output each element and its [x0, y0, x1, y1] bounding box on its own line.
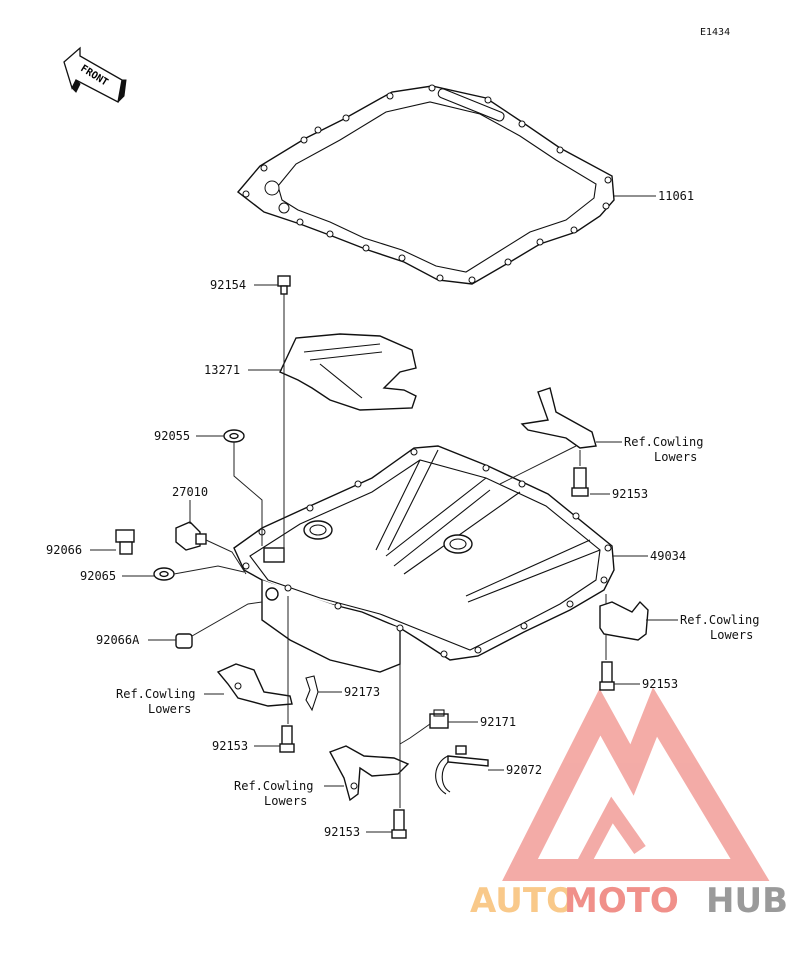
- ref-cowling-upper-right-line1: Ref.Cowling: [624, 435, 703, 449]
- watermark-logo: [502, 687, 770, 881]
- ref-cowling-upper-right-line2: Lowers: [654, 450, 697, 464]
- ref-cowling-left-line1: Ref.Cowling: [116, 687, 195, 701]
- label-92153-b: 92153: [642, 677, 678, 691]
- bolt-92153-d: [391, 809, 407, 839]
- label-49034: 49034: [650, 549, 686, 563]
- ref-cowling-left-line2: Lowers: [148, 702, 191, 716]
- ref-cowling-bottom-line1: Ref.Cowling: [234, 779, 313, 793]
- label-92171: 92171: [480, 715, 516, 729]
- label-92066a: 92066A: [96, 633, 140, 647]
- plug-92066a: [175, 633, 193, 649]
- switch-27010: [175, 521, 207, 551]
- ref-cowling-lower-right-line2: Lowers: [710, 628, 753, 642]
- plug-92066: [115, 529, 135, 555]
- label-13271: 13271: [204, 363, 240, 377]
- washer-92055: [223, 429, 245, 443]
- bolt-92153-b: [599, 661, 615, 691]
- oil-pan-49034: [233, 445, 615, 673]
- part-labels: 11061 92154 13271 92055 27010 92066 9206…: [46, 189, 694, 839]
- bolt-92153-a: [571, 467, 589, 497]
- ref-cowling-bottom-line2: Lowers: [264, 794, 307, 808]
- bracket-bottom-center: [329, 745, 410, 802]
- label-92153-c: 92153: [212, 739, 248, 753]
- bracket-lower-left: [216, 663, 293, 707]
- label-92072: 92072: [506, 763, 542, 777]
- clamp-92171: [429, 709, 449, 729]
- band-92072: [435, 745, 489, 795]
- watermark-part-hub: HUB: [706, 881, 788, 921]
- watermark-part-auto: AUTO: [470, 881, 575, 921]
- ref-cowling-lower-right-line1: Ref.Cowling: [680, 613, 759, 627]
- bolt-92154: [277, 275, 291, 295]
- front-arrow-icon: FRONT: [63, 46, 127, 103]
- label-27010: 27010: [172, 485, 208, 499]
- watermark-text: AUTO MOTO HUB: [470, 881, 788, 921]
- label-92055: 92055: [154, 429, 190, 443]
- bolt-92153-c: [279, 725, 295, 753]
- label-92154: 92154: [210, 278, 246, 292]
- clip-92173: [305, 675, 319, 712]
- label-92153-d: 92153: [324, 825, 360, 839]
- label-92066: 92066: [46, 543, 82, 557]
- label-92173: 92173: [344, 685, 380, 699]
- baffle-plate-13271: [279, 333, 417, 411]
- leader-lines: [90, 195, 678, 833]
- bracket-lower-right: [599, 600, 649, 641]
- bracket-upper-right: [520, 387, 597, 449]
- gasket-92065: [153, 567, 175, 581]
- reference-labels: Ref.Cowling Lowers Ref.Cowling Lowers Re…: [116, 435, 759, 808]
- label-92065: 92065: [80, 569, 116, 583]
- label-92153-a: 92153: [612, 487, 648, 501]
- diagram-code: E1434: [700, 27, 730, 38]
- watermark-part-moto: MOTO: [564, 881, 679, 921]
- label-11061: 11061: [658, 189, 694, 203]
- gasket-11061: [236, 84, 615, 285]
